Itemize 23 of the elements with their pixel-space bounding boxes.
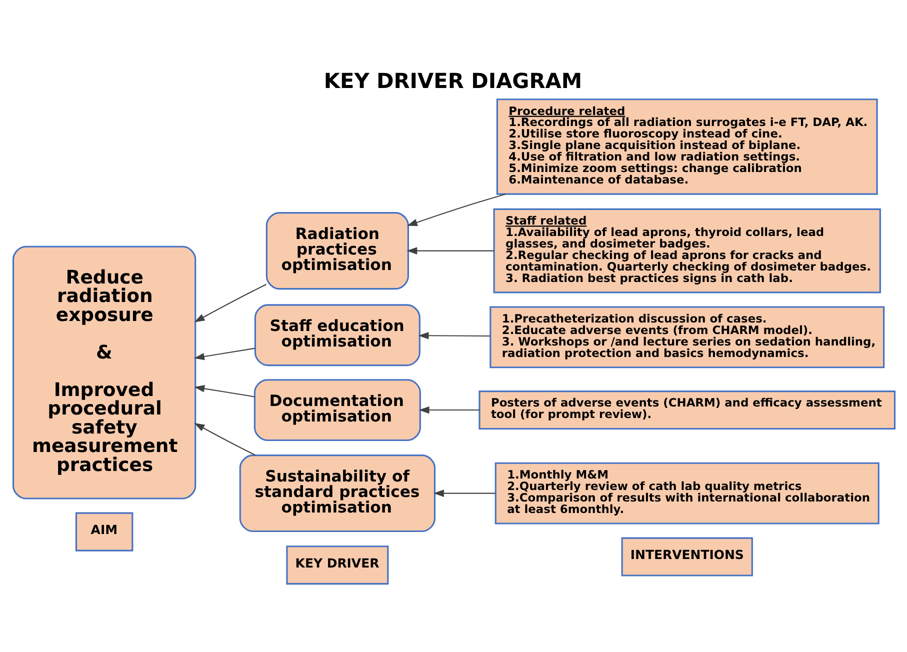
node-box: 1.Precatheterization discussion of cases. 2.Educate adverse events (from CHARM model). 3. Workshops or /and lecture series on sedation handling, radiation protection and basics hemodynamics. [489, 306, 884, 368]
node-box: Reduce radiation exposure & Improved procedural safety measurement practices [12, 246, 196, 500]
node-box: Radiation practices optimisation [265, 212, 408, 290]
arrow [406, 247, 494, 254]
node-box: Documentation optimisation [253, 379, 420, 441]
node-box: INTERVENTIONS [620, 537, 752, 576]
arrow [194, 423, 256, 456]
arrow [433, 490, 495, 497]
node-box: 1.Monthly M&M 2.Quarterly review of cath lab quality metrics 3.Comparison of results with international collaboration at least 6monthly. [494, 462, 879, 524]
arrow [406, 194, 506, 226]
node-box: Sustainability of standard practices optimisation [238, 454, 436, 532]
node-box: Procedure related 1.Recordings of all radiation surrogates i-e FT, DAP, AK. 2.Utilise store fluoroscopy instead of cine. 3.Single plane acquisition instead of biplane. 4.Use of filtration and low radiation settings. 5.Minimize zoom settings: change calibration 6.Maintenance of database. [496, 98, 878, 195]
node-box: AIM [74, 512, 133, 552]
arrow [194, 284, 266, 322]
arrow [418, 406, 479, 414]
node-box: Posters of adverse events (CHARM) and efficacy assessment tool (for prompt review). [478, 390, 896, 430]
arrow [418, 332, 490, 340]
node-box: Staff education optimisation [254, 304, 420, 366]
node-box: KEY DRIVER [286, 546, 388, 585]
diagram-title: KEY DRIVER DIAGRAM [323, 68, 582, 93]
arrow [193, 348, 255, 360]
node-box: Staff related 1.Availability of lead aprons, thyroid collars, lead glasses, and dosimeter badges. 2.Regular checking of lead aprons for cracks and contamination. Quarterly checking of dosimeter badges. 3. Radiation best practices signs in cath lab. [492, 208, 880, 294]
arrow [194, 385, 254, 398]
